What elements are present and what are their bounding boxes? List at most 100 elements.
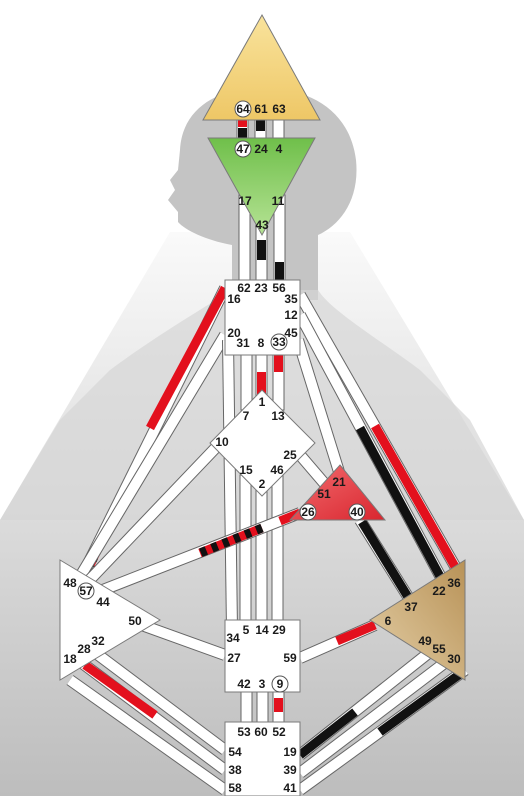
gate-30[interactable]: 30	[447, 652, 461, 666]
gate-22[interactable]: 22	[432, 584, 446, 598]
gate-20[interactable]: 20	[227, 326, 241, 340]
gate-35[interactable]: 35	[284, 292, 298, 306]
gate-6[interactable]: 6	[385, 614, 392, 628]
gate-19[interactable]: 19	[283, 745, 297, 759]
gate-10[interactable]: 10	[215, 435, 229, 449]
gate-23[interactable]: 23	[254, 281, 268, 295]
gate-labels-layer: 64 61 63 47 24 4 17 11 43 62 23 56 16 35…	[63, 102, 461, 795]
gate-61[interactable]: 61	[254, 102, 268, 116]
gate-39[interactable]: 39	[283, 763, 297, 777]
gate-18[interactable]: 18	[63, 652, 77, 666]
gate-62[interactable]: 62	[237, 281, 251, 295]
activation-22-black	[356, 425, 447, 585]
channel-32-54	[82, 641, 228, 754]
gate-14[interactable]: 14	[255, 623, 269, 637]
channel-10-57	[76, 434, 229, 594]
gate-29[interactable]: 29	[272, 623, 286, 637]
gate-47[interactable]: 47	[236, 142, 250, 156]
channel-26-44	[88, 508, 302, 600]
gate-48[interactable]: 48	[63, 576, 77, 590]
gate-40[interactable]: 40	[350, 505, 364, 519]
activation-19-black	[297, 708, 358, 759]
activation-61-black	[256, 117, 265, 131]
root-center[interactable]	[224, 721, 301, 796]
activation-52-red	[274, 698, 283, 712]
gate-37[interactable]: 37	[404, 600, 418, 614]
gate-21[interactable]: 21	[332, 475, 346, 489]
gate-38[interactable]: 38	[228, 763, 242, 777]
gate-58[interactable]: 58	[228, 781, 242, 795]
channel-15-5	[239, 474, 252, 626]
gate-26[interactable]: 26	[301, 505, 315, 519]
channel-46-29	[271, 474, 284, 626]
gate-24[interactable]: 24	[254, 142, 268, 156]
activation-56-black	[275, 262, 284, 282]
gate-9[interactable]: 9	[277, 677, 284, 691]
gate-28[interactable]: 28	[77, 642, 91, 656]
channel-20-34	[223, 339, 237, 631]
gate-33[interactable]: 33	[272, 335, 286, 349]
gate-circle-33	[270, 333, 288, 351]
activation-64-red	[238, 117, 247, 127]
channel-20-57	[70, 332, 230, 588]
ajna-center[interactable]	[207, 137, 316, 237]
activation-16-red	[146, 285, 229, 431]
gate-36[interactable]: 36	[447, 576, 461, 590]
gate-2[interactable]: 2	[259, 477, 266, 491]
gate-45[interactable]: 45	[284, 326, 298, 340]
gate-46[interactable]: 46	[270, 463, 284, 477]
gate-54[interactable]: 54	[228, 745, 242, 759]
gate-34[interactable]: 34	[226, 631, 240, 645]
gate-43[interactable]: 43	[255, 218, 269, 232]
gate-1[interactable]: 1	[259, 395, 266, 409]
gate-63[interactable]: 63	[272, 102, 286, 116]
channel-55-39	[296, 651, 459, 777]
gate-7[interactable]: 7	[243, 409, 250, 423]
gate-52[interactable]: 52	[272, 725, 286, 739]
gate-25[interactable]: 25	[283, 448, 297, 462]
gate-16[interactable]: 16	[227, 292, 241, 306]
activation-1-red	[257, 372, 266, 394]
gate-49[interactable]: 49	[418, 634, 432, 648]
channel-31-7	[240, 347, 253, 411]
gate-8[interactable]: 8	[258, 336, 265, 350]
gate-32[interactable]: 32	[91, 634, 105, 648]
gate-53[interactable]: 53	[237, 725, 251, 739]
activation-33-red	[274, 350, 283, 372]
gate-15[interactable]: 15	[239, 463, 253, 477]
gate-4[interactable]: 4	[276, 142, 283, 156]
gate-64[interactable]: 64	[236, 102, 250, 116]
gate-circles-layer	[77, 100, 366, 693]
gate-56[interactable]: 56	[272, 281, 286, 295]
gate-50[interactable]: 50	[128, 614, 142, 628]
gate-57[interactable]: 57	[79, 584, 93, 598]
gate-13[interactable]: 13	[271, 409, 285, 423]
gate-27[interactable]: 27	[227, 651, 241, 665]
gate-11[interactable]: 11	[272, 194, 285, 208]
gate-circle-26	[299, 503, 317, 521]
head-center[interactable]	[202, 13, 321, 121]
gate-12[interactable]: 12	[284, 308, 298, 322]
gate-31[interactable]: 31	[236, 336, 250, 350]
solar-plexus-center[interactable]	[369, 559, 466, 681]
channel-2-14	[255, 474, 268, 626]
gate-17[interactable]: 17	[238, 194, 252, 208]
gate-3[interactable]: 3	[259, 677, 266, 691]
gate-5[interactable]: 5	[243, 623, 250, 637]
activation-36-red	[371, 423, 462, 575]
activation-40-black	[358, 519, 412, 600]
activation-47-black	[238, 128, 247, 142]
gate-44[interactable]: 44	[96, 595, 110, 609]
gate-42[interactable]: 42	[237, 677, 251, 691]
gate-51[interactable]: 51	[317, 487, 331, 501]
gate-55[interactable]: 55	[432, 642, 446, 656]
gate-circle-57	[77, 582, 95, 600]
gate-60[interactable]: 60	[254, 725, 268, 739]
channel-45-21	[293, 338, 345, 477]
throat-center[interactable]	[224, 279, 301, 356]
gate-circle-9	[271, 675, 289, 693]
gate-59[interactable]: 59	[283, 651, 297, 665]
g-center[interactable]	[209, 389, 316, 497]
gate-41[interactable]: 41	[283, 781, 297, 795]
